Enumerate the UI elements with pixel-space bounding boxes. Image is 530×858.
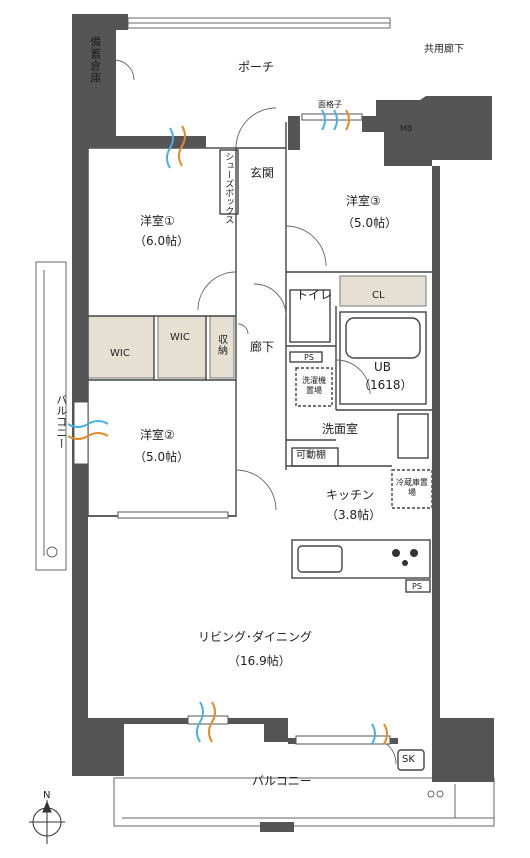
bottom-balcony-railing <box>113 777 495 827</box>
room2-label: 洋室② <box>140 428 175 442</box>
hallway-label: 廊下 <box>250 340 275 354</box>
washer-label: 洗濯機置場 <box>302 376 326 396</box>
door-swings <box>113 59 397 765</box>
room3-size: （5.0帖） <box>342 216 398 230</box>
porch-railing <box>127 17 391 29</box>
side-balcony-railing <box>35 261 67 571</box>
storage-small-label: 収納 <box>215 334 227 356</box>
wic-left-label: WIC <box>110 348 130 359</box>
ub-size: （1618） <box>358 378 413 392</box>
ldk-label: リビング･ダイニング <box>198 630 313 644</box>
toilet-label: トイレ <box>296 288 333 302</box>
wic-right-label: WIC <box>170 332 190 343</box>
north-label: N <box>43 790 51 801</box>
shoe-box-label: シューズボックス <box>223 152 234 224</box>
exterior-walls <box>72 14 494 832</box>
washroom-label: 洗面室 <box>322 422 359 436</box>
sk-label: SK <box>402 754 415 765</box>
entrance-label: 玄関 <box>250 166 275 180</box>
kitchen-label: キッチン <box>326 488 375 502</box>
room1-size: （6.0帖） <box>134 234 190 248</box>
windows <box>73 113 391 745</box>
shelf-label: 可動棚 <box>296 450 326 461</box>
wic-fills <box>87 275 427 379</box>
ub-label: UB <box>374 360 392 374</box>
ldk-size: （16.9帖） <box>228 654 291 668</box>
north-arrow-icon <box>29 800 65 844</box>
mb-label: MB <box>400 124 413 133</box>
ps-lower-label: PS <box>412 582 422 591</box>
room2-size: （5.0帖） <box>134 450 190 464</box>
common-corridor-label: 共用廊下 <box>424 44 464 55</box>
kitchen-size: （3.8帖） <box>326 508 382 522</box>
ps-upper-label: PS <box>304 353 314 362</box>
stove-burners <box>392 549 418 566</box>
porch-label: ポーチ <box>238 60 275 74</box>
balcony-side-label: バルコニー <box>54 394 68 449</box>
room1-label: 洋室① <box>140 214 175 228</box>
fridge-label: 冷蔵庫置場 <box>396 478 428 498</box>
storage-label: 備蓄倉庫 <box>88 36 102 84</box>
room3-label: 洋室③ <box>346 194 381 208</box>
airflow-marks <box>67 109 388 745</box>
closet-label: CL <box>372 290 385 301</box>
lattice-label: 面格子 <box>318 100 342 109</box>
balcony-bottom-label: バルコニー <box>252 774 312 788</box>
